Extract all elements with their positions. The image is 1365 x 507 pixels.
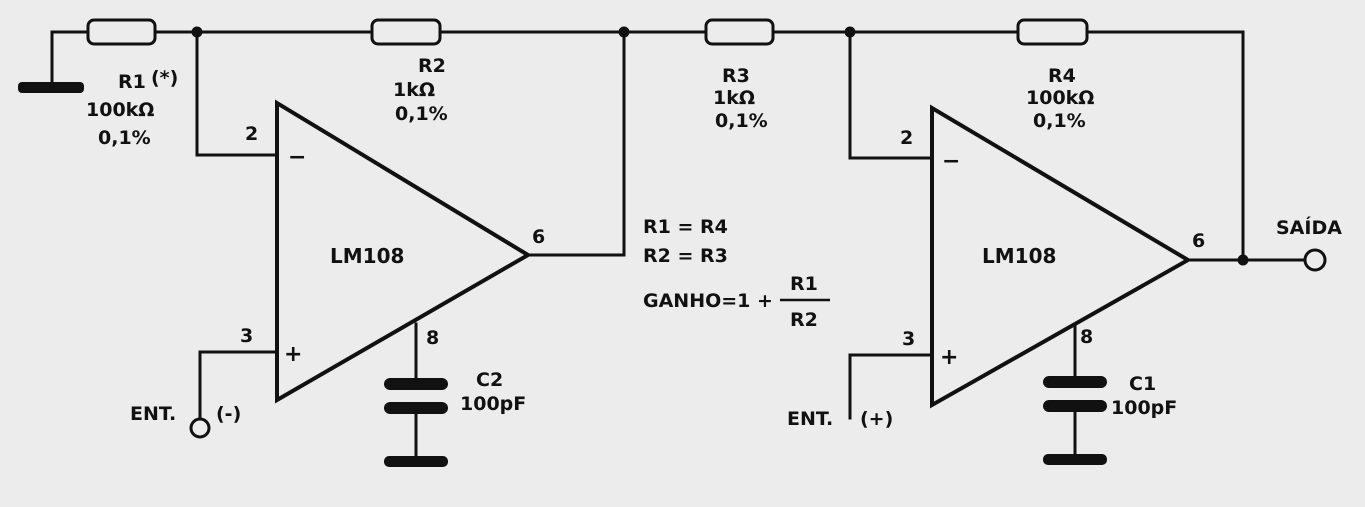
opamp-u1-plus-sign: + xyxy=(284,342,302,367)
capacitor-c2-plate-bottom xyxy=(384,402,448,414)
input-positive-polarity: (+) xyxy=(860,408,893,430)
r3-tolerance: 0,1% xyxy=(715,110,768,132)
r3-value: 1kΩ xyxy=(713,87,755,109)
opamp-u2-triangle xyxy=(930,104,1192,409)
c2-name: C2 xyxy=(476,369,503,391)
opamp-u2-plus-sign: + xyxy=(940,345,958,370)
r2-value: 1kΩ xyxy=(393,79,435,101)
junction-dot xyxy=(844,26,856,38)
input-negative-terminal xyxy=(189,417,211,439)
input-negative-polarity: (-) xyxy=(216,403,241,425)
output-terminal xyxy=(1303,248,1327,272)
resistor-r3-body xyxy=(704,18,775,46)
opamp-u1-pin-noninverting: 3 xyxy=(240,325,253,347)
c1-value: 100pF xyxy=(1111,397,1177,419)
junction-dot xyxy=(618,26,630,38)
junction-dot xyxy=(1237,254,1249,266)
r2-name: R2 xyxy=(418,55,446,77)
junction-dot xyxy=(191,26,203,38)
opamp-u1-pin-inverting: 2 xyxy=(245,123,258,145)
r4-value: 100kΩ xyxy=(1026,87,1094,109)
input-negative-label: ENT. xyxy=(130,403,176,425)
input-positive-label: ENT. xyxy=(787,408,833,430)
gain-formula-prefix: GANHO=1 + xyxy=(643,290,773,312)
opamp-u2-pin-inverting: 2 xyxy=(900,127,913,149)
opamp-u1-pin-comp: 8 xyxy=(426,327,439,349)
opamp-u2-pin-noninverting: 3 xyxy=(902,328,915,350)
r4-tolerance: 0,1% xyxy=(1033,110,1086,132)
r4-name: R4 xyxy=(1048,65,1076,87)
c2-value: 100pF xyxy=(460,393,526,415)
resistor-r2-body xyxy=(370,18,442,46)
opamp-u2-label: LM108 xyxy=(982,244,1056,268)
opamp-u2-pin-comp: 8 xyxy=(1080,326,1093,348)
opamp-u1-pin-output: 6 xyxy=(532,226,545,248)
capacitor-c1-plate-top xyxy=(1043,376,1107,388)
resistor-r1-body xyxy=(86,18,157,46)
capacitor-c1-ground xyxy=(1043,454,1107,465)
capacitor-c2-plate-top xyxy=(384,378,448,390)
r1-name: R1 xyxy=(118,71,146,93)
r1-tolerance: 0,1% xyxy=(98,127,151,149)
capacitor-c1-plate-bottom xyxy=(1043,400,1107,412)
equation-r2-r3: R2 = R3 xyxy=(643,245,728,267)
r2-tolerance: 0,1% xyxy=(395,103,448,125)
ground-symbol xyxy=(18,82,84,93)
wires xyxy=(50,30,1307,462)
r1-mark: (*) xyxy=(151,67,178,89)
opamp-u2-pin-output: 6 xyxy=(1192,230,1205,252)
r3-name: R3 xyxy=(722,65,750,87)
capacitor-c2-ground xyxy=(384,456,448,467)
r1-value: 100kΩ xyxy=(86,99,154,121)
opamp-u1-label: LM108 xyxy=(330,244,404,268)
resistor-r4-body xyxy=(1016,18,1089,46)
opamp-u1-triangle xyxy=(275,99,532,404)
equation-r1-r4: R1 = R4 xyxy=(643,216,728,238)
output-label: SAÍDA xyxy=(1276,216,1342,239)
gain-numerator: R1 xyxy=(790,273,818,295)
opamp-u2-minus-sign: − xyxy=(942,149,960,174)
c1-name: C1 xyxy=(1129,373,1156,395)
gain-denominator: R2 xyxy=(790,309,818,331)
opamp-u1-minus-sign: − xyxy=(288,145,306,170)
